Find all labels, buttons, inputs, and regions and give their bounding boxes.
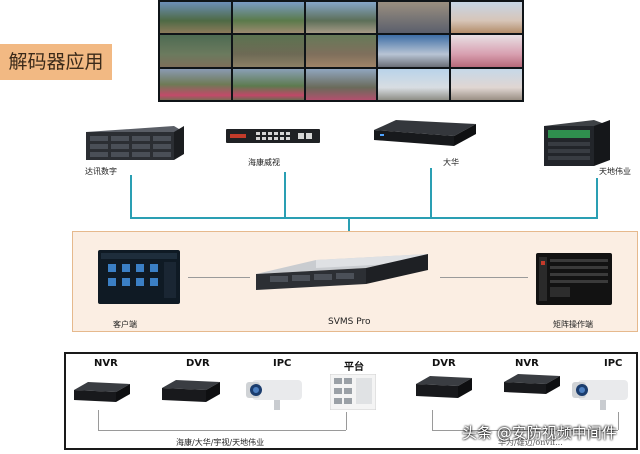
dvr-label-left: DVR — [186, 358, 210, 369]
video-tile — [378, 2, 450, 34]
right-brand-caption: 华为/雄迈/onvif... — [498, 438, 563, 447]
ipc-label-right: IPC — [604, 358, 623, 369]
server-label: SVMS Pro — [328, 317, 371, 327]
dvr-label-right: DVR — [432, 358, 456, 369]
connector-line — [596, 178, 598, 219]
client-label: 客户端 — [113, 320, 137, 329]
video-tile — [160, 68, 231, 100]
client-screen — [98, 250, 180, 304]
dlss-decoder-device — [86, 126, 184, 160]
connector-line — [432, 410, 433, 430]
vendor-label-dlss: 达讯数字 — [85, 167, 117, 176]
ipc-camera-left — [244, 376, 304, 412]
video-tile — [305, 68, 377, 100]
video-tile — [451, 68, 522, 100]
video-tile — [305, 35, 377, 67]
matrix-screen — [536, 253, 612, 305]
video-tile — [160, 35, 231, 67]
connector-line — [618, 412, 619, 430]
video-wall — [158, 0, 524, 102]
nvr-device-left — [74, 380, 130, 406]
svms-server — [256, 250, 428, 298]
tiandi-device — [544, 120, 610, 166]
connector-line — [130, 217, 598, 219]
nvr-device-right — [504, 372, 560, 398]
video-tile — [305, 2, 377, 34]
vendor-label-tiandi: 天地伟业 — [599, 167, 631, 176]
video-tile — [160, 2, 231, 34]
connector-line — [188, 277, 250, 278]
connector-line — [284, 172, 286, 219]
nvr-label-right: NVR — [515, 358, 539, 369]
platform-label: 平台 — [344, 362, 364, 373]
dahua-device — [374, 120, 476, 146]
vendor-label-hikvision: 海康威视 — [248, 158, 280, 167]
matrix-label: 矩阵操作端 — [553, 320, 593, 329]
connector-line — [346, 412, 347, 430]
video-tile — [451, 35, 522, 67]
video-tile — [232, 2, 304, 34]
diagram-title: 解码器应用 — [0, 44, 112, 80]
connector-line — [432, 430, 618, 431]
video-tile — [232, 35, 304, 67]
left-brand-caption: 海康/大华/宇视/天地伟业 — [176, 438, 265, 447]
video-tile — [232, 68, 304, 100]
platform-screen — [329, 373, 377, 411]
video-tile — [378, 68, 450, 100]
ipc-camera-right — [570, 376, 630, 412]
video-tile — [378, 35, 450, 67]
watermark: 头条 @安防视频中间件 — [462, 424, 617, 442]
connector-line — [98, 430, 346, 431]
hikvision-switch-device — [226, 128, 320, 143]
connector-line — [430, 168, 432, 219]
vendor-label-dahua: 大华 — [443, 158, 459, 167]
dvr-device-left — [162, 378, 220, 406]
connector-line — [98, 410, 99, 430]
ipc-label-left: IPC — [273, 358, 292, 369]
dvr-device-right — [416, 374, 472, 402]
video-tile — [451, 2, 522, 34]
connector-line — [130, 175, 132, 219]
nvr-label-left: NVR — [94, 358, 118, 369]
connector-line — [440, 277, 528, 278]
